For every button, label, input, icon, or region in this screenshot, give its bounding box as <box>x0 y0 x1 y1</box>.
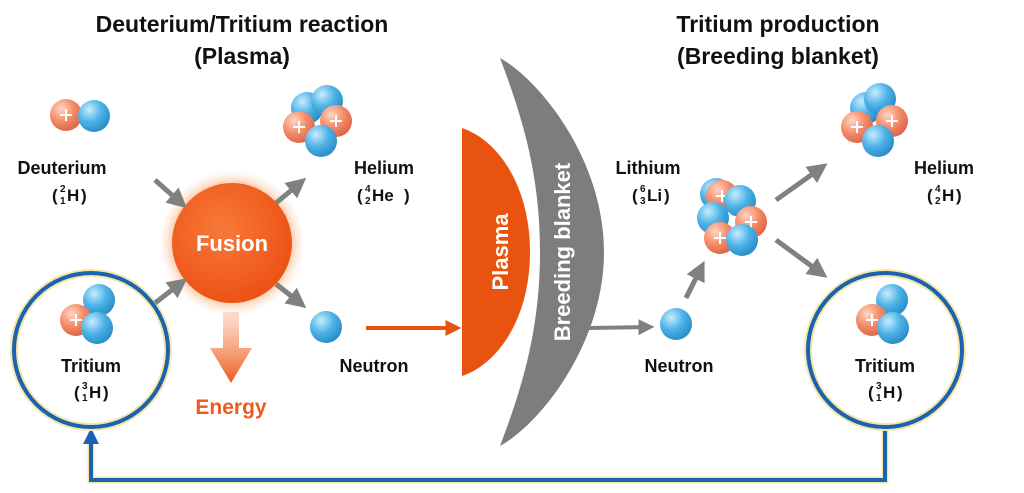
left-title-line1: Deuterium/Tritium reaction <box>96 11 389 37</box>
svg-text:2: 2 <box>365 196 371 207</box>
svg-text:): ) <box>664 186 670 205</box>
tritium-recycle-arrow <box>83 428 887 482</box>
svg-text:2: 2 <box>935 196 941 207</box>
svg-text:): ) <box>81 186 87 205</box>
svg-text:1: 1 <box>60 196 66 207</box>
neutron-icon <box>310 311 342 343</box>
neutron-icon <box>862 125 894 157</box>
neutron-left-particle <box>310 311 342 343</box>
helium-right-nucleus <box>841 83 908 157</box>
tritium-left-nucleus <box>60 284 115 344</box>
lithium-label: Lithium <box>616 158 681 178</box>
neutron-right-particle <box>660 308 692 340</box>
tritium-recycle-path <box>87 428 889 484</box>
breeding-blanket-band <box>500 58 604 446</box>
deuterium-to-fusion-arrow <box>153 178 187 209</box>
blanket-band-label: Breeding blanket <box>550 162 575 341</box>
plus-sign-icon <box>293 121 305 133</box>
neutron-icon <box>78 100 110 132</box>
tritium-right-label: Tritium <box>855 356 915 376</box>
tritium-to-fusion-arrow <box>153 278 188 305</box>
tritium-right-nucleus <box>856 284 909 344</box>
neutron-icon <box>726 224 758 256</box>
svg-text:): ) <box>897 383 903 402</box>
tritium-right-symbol: ( 3 1 H ) <box>868 381 903 404</box>
svg-text:): ) <box>956 186 962 205</box>
svg-text:(: ( <box>74 383 80 402</box>
plus-sign-icon <box>70 314 82 326</box>
svg-text:): ) <box>404 186 410 205</box>
svg-text:4: 4 <box>935 184 941 195</box>
nuclei-group <box>50 83 909 344</box>
svg-text:4: 4 <box>365 184 371 195</box>
deuterium-label: Deuterium <box>17 158 106 178</box>
neutron-icon <box>876 284 908 316</box>
neutron-right-label: Neutron <box>645 356 714 376</box>
blanket-to-neutron-arrow <box>587 319 655 336</box>
tritium-left-symbol: ( 3 1 H ) <box>74 381 109 404</box>
plus-sign-icon <box>60 109 72 121</box>
svg-text:H: H <box>67 186 79 205</box>
neutron-icon <box>83 284 115 316</box>
svg-text:1: 1 <box>876 393 882 404</box>
helium-left-symbol: ( 4 2 He ) <box>357 184 410 207</box>
svg-text:3: 3 <box>82 381 88 392</box>
svg-text:(: ( <box>357 186 363 205</box>
neutron-icon <box>305 125 337 157</box>
lithium-to-tritium-arrow <box>774 237 828 278</box>
plus-sign-icon <box>851 121 863 133</box>
fusion-to-neutron-arrow <box>274 282 307 308</box>
svg-text:H: H <box>942 186 954 205</box>
svg-text:(: ( <box>927 186 933 205</box>
helium-left-nucleus <box>283 85 352 157</box>
plus-sign-icon <box>714 232 726 244</box>
energy-arrow <box>210 312 252 383</box>
lithium-nucleus <box>697 178 767 256</box>
svg-text:H: H <box>89 383 101 402</box>
svg-text:1: 1 <box>82 393 88 404</box>
helium-right-label: Helium <box>914 158 974 178</box>
fusion-sphere <box>172 183 292 303</box>
plus-sign-icon <box>330 115 342 127</box>
svg-text:He: He <box>372 186 394 205</box>
right-title-line2: (Breeding blanket) <box>677 43 879 69</box>
plus-sign-icon <box>866 314 878 326</box>
right-title-line1: Tritium production <box>676 11 879 37</box>
fusion-label: Fusion <box>196 231 268 256</box>
plus-sign-icon <box>886 115 898 127</box>
fusion-to-helium-arrow <box>274 177 307 205</box>
left-title-line2: (Plasma) <box>194 43 290 69</box>
lithium-symbol: ( 6 3 Li ) <box>632 184 670 207</box>
deuterium-nucleus <box>50 99 110 132</box>
tritium-left-label: Tritium <box>61 356 121 376</box>
svg-text:Li: Li <box>647 186 662 205</box>
svg-text:6: 6 <box>640 184 646 195</box>
plasma-band <box>462 128 530 376</box>
svg-text:2: 2 <box>60 184 66 195</box>
deuterium-symbol: ( 2 1 H ) <box>52 184 87 207</box>
tritium-left-ring <box>12 271 170 429</box>
neutron-left-label: Neutron <box>340 356 409 376</box>
svg-text:3: 3 <box>876 381 882 392</box>
lithium-to-helium-arrow <box>774 163 828 203</box>
neutron-to-lithium-arrow <box>683 260 705 300</box>
energy-label: Energy <box>195 396 267 419</box>
svg-text:3: 3 <box>640 196 646 207</box>
svg-text:H: H <box>883 383 895 402</box>
helium-left-label: Helium <box>354 158 414 178</box>
svg-text:): ) <box>103 383 109 402</box>
neutron-icon <box>81 312 113 344</box>
plasma-band-label: Plasma <box>488 213 513 291</box>
svg-text:(: ( <box>868 383 874 402</box>
tritium-right-ring <box>806 271 964 429</box>
svg-text:(: ( <box>632 186 638 205</box>
helium-right-symbol: ( 4 2 H ) <box>927 184 962 207</box>
plus-sign-icon <box>745 216 757 228</box>
neutron-icon <box>877 312 909 344</box>
neutron-icon <box>660 308 692 340</box>
svg-text:(: ( <box>52 186 58 205</box>
